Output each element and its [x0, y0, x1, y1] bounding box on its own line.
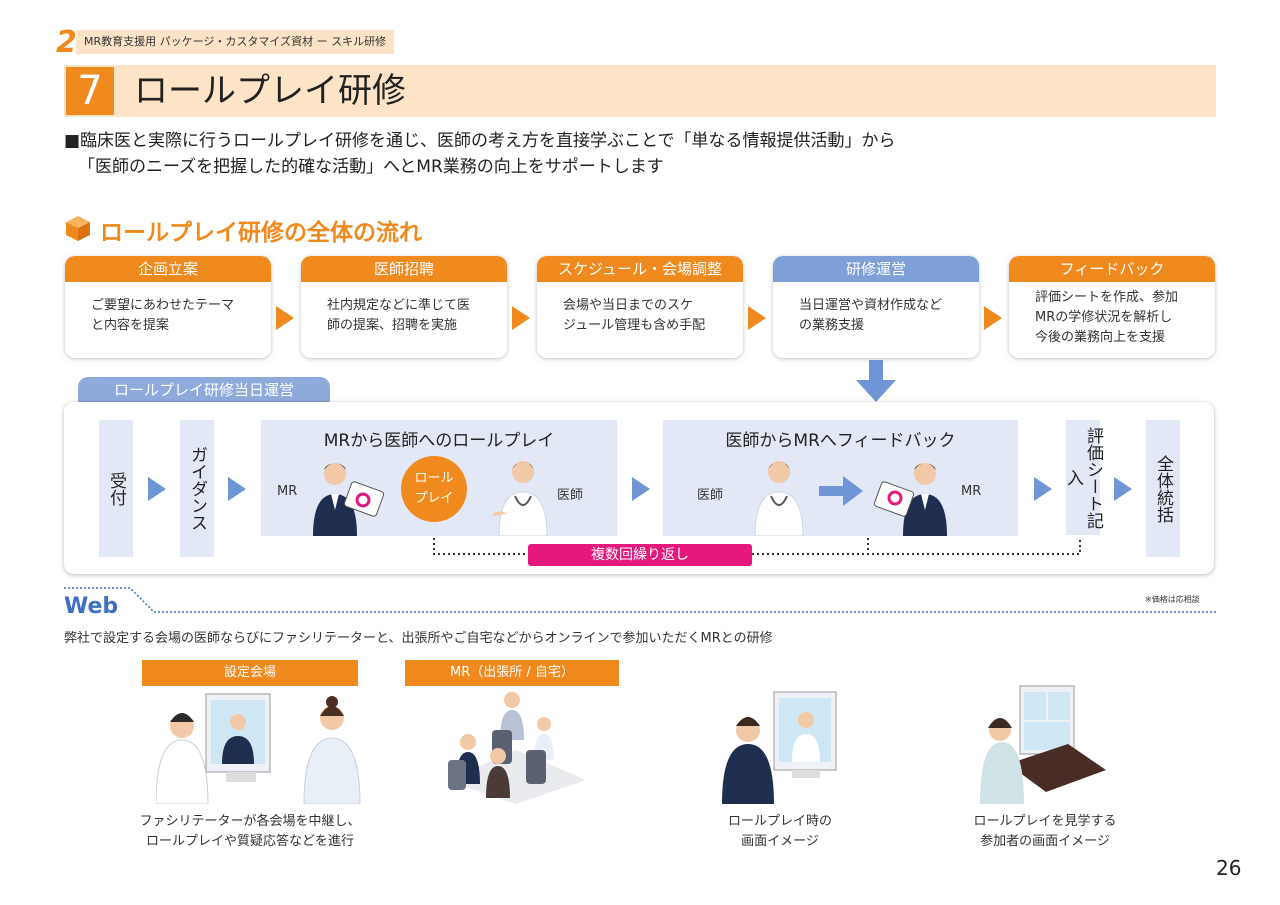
- flow-step-body: 当日運営や資材作成など: [799, 298, 943, 313]
- flow-step-title: 医師招聘: [301, 256, 507, 282]
- web-divider: [64, 587, 1216, 613]
- caption-line: ロールプレイ時の: [727, 814, 832, 829]
- observer-screen-illustration: [980, 685, 1106, 804]
- caption-line: ロールプレイを見学する: [973, 814, 1117, 829]
- mr-person-icon: [313, 463, 385, 536]
- feedback-box: 医師からMRへフィードバック 医師 MR: [663, 420, 1018, 536]
- flow-step-title: 研修運営: [773, 256, 979, 282]
- roleplay-box: MRから医師へのロールプレイ MR 医師 ロール プレイ: [261, 420, 617, 536]
- evaluation-sheet-box: 評価シート記入: [1063, 420, 1103, 535]
- title-number: 7: [66, 67, 114, 115]
- day-arrow: [148, 477, 166, 501]
- facilitator-illustration: [156, 693, 361, 804]
- flow-step-operation: 研修運営 当日運営や資材作成などの業務支援: [773, 256, 979, 358]
- mr-group-illustration: [446, 692, 586, 804]
- feedback-title: 医師からMRへフィードバック: [725, 431, 956, 451]
- roleplay-title: MRから医師へのロールプレイ: [323, 431, 555, 451]
- guidance-box: ガイダンス: [180, 420, 214, 557]
- caption-line: ファシリテーターが各会場を中継し、: [139, 814, 361, 829]
- repeat-badge: 複数回繰り返し: [528, 544, 752, 566]
- flow-step-title: 企画立案: [65, 256, 271, 282]
- mr-label: MR: [961, 484, 982, 499]
- caption-line: 画面イメージ: [741, 834, 819, 849]
- reception-box: 受付: [99, 420, 133, 557]
- flow-step-body: 師の提案、招聘を実施: [327, 318, 458, 333]
- venue-tag: 設定会場: [142, 660, 358, 686]
- caption-line: 参加者の画面イメージ: [980, 834, 1110, 849]
- flow-step-schedule: スケジュール・会場調整 会場や当日までのスケジュール管理も含め手配: [537, 256, 743, 358]
- right-arrow-icon: [819, 476, 863, 506]
- mr-label: MR: [277, 484, 298, 499]
- doctor-label: 医師: [557, 488, 584, 503]
- flow-arrow: [984, 306, 1002, 330]
- flow-step-feedback: フィードバック 評価シートを作成、参加 MRの学修状況を解析し今後の業務向上を支援: [1009, 256, 1215, 358]
- flow-arrow: [276, 306, 294, 330]
- observer-screen-caption: ロールプレイを見学する 参加者の画面イメージ: [960, 812, 1130, 852]
- flow-step-body: MRの学修状況を解析し: [1035, 310, 1173, 325]
- intro-line-1: ■臨床医と実際に行うロールプレイ研修を通じ、医師の考え方を直接学ぶことで「単なる…: [64, 131, 896, 151]
- intro-line-2: 「医師のニーズを把握した的確な活動」へとMR業務の向上をサポートします: [78, 157, 664, 177]
- flow-arrow: [512, 306, 530, 330]
- title-bar: [64, 65, 1216, 117]
- roleplay-badge-line: プレイ: [414, 491, 454, 506]
- repeat-loop-line: [433, 538, 1081, 555]
- day-arrow: [228, 477, 246, 501]
- chapter-number: 2: [56, 25, 77, 60]
- summary-box: 全体統括: [1146, 420, 1180, 557]
- day-arrow: [1114, 477, 1132, 501]
- intro-text: ■臨床医と実際に行うロールプレイ研修を通じ、医師の考え方を直接学ぶことで「単なる…: [64, 128, 896, 180]
- price-note: ※価格は応相談: [1145, 595, 1200, 604]
- flow-step-body: 社内規定などに準じて医: [327, 298, 471, 313]
- roleplay-badge: ロール プレイ: [401, 456, 467, 522]
- mr-person-icon: [873, 463, 947, 536]
- down-arrow-icon: [856, 360, 896, 402]
- flow-step-body: 評価シートを作成、参加: [1035, 290, 1179, 305]
- flow-step-invitation: 医師招聘 社内規定などに準じて医師の提案、招聘を実施: [301, 256, 507, 358]
- flow-step-body: の業務支援: [799, 318, 865, 333]
- flow-step-body: 今後の業務向上を支援: [1035, 330, 1166, 345]
- flow-step-planning: 企画立案 ご要望にあわせたテーマと内容を提案: [65, 256, 271, 358]
- day-arrow: [632, 477, 650, 501]
- chapter-label: MR教育支援用 パッケージ・カスタマイズ資材 ー スキル研修: [76, 30, 395, 54]
- doctor-person-icon: [754, 461, 804, 536]
- day-operation-label: ロールプレイ研修当日運営: [78, 377, 330, 403]
- flow-step-body: と内容を提案: [91, 318, 170, 333]
- mr-location-tag: MR（出張所 / 自宅）: [405, 660, 619, 686]
- flow-arrow: [748, 306, 766, 330]
- roleplay-screen-illustration: [722, 691, 837, 804]
- roleplay-screen-caption: ロールプレイ時の 画面イメージ: [700, 812, 860, 852]
- flow-section-title: ロールプレイ研修の全体の流れ: [100, 220, 422, 246]
- cube-icon: [66, 216, 90, 241]
- flow-step-body: 会場や当日までのスケ: [563, 298, 694, 313]
- flow-step-title: スケジュール・会場調整: [537, 256, 743, 282]
- facilitator-caption: ファシリテーターが各会場を中継し、 ロールプレイや質疑応答などを進行: [130, 812, 370, 852]
- page-title: ロールプレイ研修: [134, 71, 406, 111]
- roleplay-badge-line: ロール: [414, 471, 454, 486]
- web-title: Web: [64, 594, 119, 619]
- page-number: 26: [1216, 856, 1242, 880]
- web-description: 弊社で設定する会場の医師ならびにファシリテーターと、出張所やご自宅などからオンラ…: [64, 631, 773, 646]
- flow-step-body: ご要望にあわせたテーマ: [91, 298, 235, 313]
- caption-line: ロールプレイや質疑応答などを進行: [145, 834, 354, 849]
- flow-step-body: ジュール管理も含め手配: [563, 318, 706, 333]
- flow-step-title: フィードバック: [1009, 256, 1215, 282]
- day-arrow: [1034, 477, 1052, 501]
- doctor-label: 医師: [697, 488, 724, 503]
- doctor-person-icon: [491, 461, 548, 536]
